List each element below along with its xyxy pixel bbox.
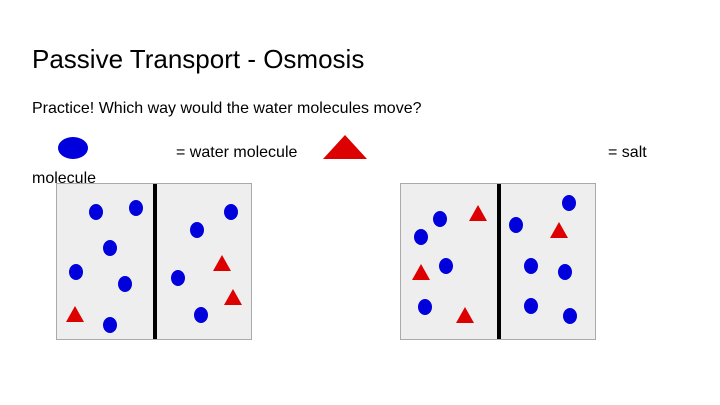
- water-molecule: [103, 317, 117, 333]
- water-molecule: [118, 276, 132, 292]
- salt-molecule: [550, 222, 568, 238]
- water-molecule: [524, 258, 538, 274]
- practice-question: Practice! Which way would the water mole…: [32, 100, 422, 117]
- membrane: [153, 184, 157, 339]
- water-molecule: [69, 264, 83, 280]
- water-molecule: [103, 240, 117, 256]
- salt-molecule: [213, 255, 231, 271]
- water-molecule: [171, 270, 185, 286]
- slide-title: Passive Transport - Osmosis: [32, 44, 365, 74]
- water-molecule: [224, 204, 238, 220]
- water-molecule: [190, 222, 204, 238]
- water-legend-label: = water molecule: [176, 144, 298, 161]
- water-molecule: [194, 307, 208, 323]
- salt-molecule: [224, 289, 242, 305]
- water-molecule: [562, 195, 576, 211]
- salt-molecule: [456, 307, 474, 323]
- water-molecule: [414, 229, 428, 245]
- salt-legend-label-wrap: molecule: [32, 170, 97, 187]
- membrane: [497, 184, 501, 339]
- water-molecule: [558, 264, 572, 280]
- water-molecule: [433, 211, 447, 227]
- salt-molecule: [469, 205, 487, 221]
- water-molecule: [129, 200, 143, 216]
- salt-molecule: [412, 264, 430, 280]
- water-molecule: [563, 308, 577, 324]
- water-molecule-legend-icon: [58, 137, 88, 159]
- water-molecule: [418, 299, 432, 315]
- water-molecule: [439, 258, 453, 274]
- salt-legend-label: = salt: [608, 144, 647, 161]
- water-molecule: [89, 204, 103, 220]
- water-molecule: [524, 298, 538, 314]
- water-molecule: [509, 217, 523, 233]
- beaker-1: [56, 183, 252, 340]
- salt-molecule-legend-icon: [323, 135, 367, 159]
- beaker-2: [400, 183, 596, 340]
- salt-molecule: [66, 306, 84, 322]
